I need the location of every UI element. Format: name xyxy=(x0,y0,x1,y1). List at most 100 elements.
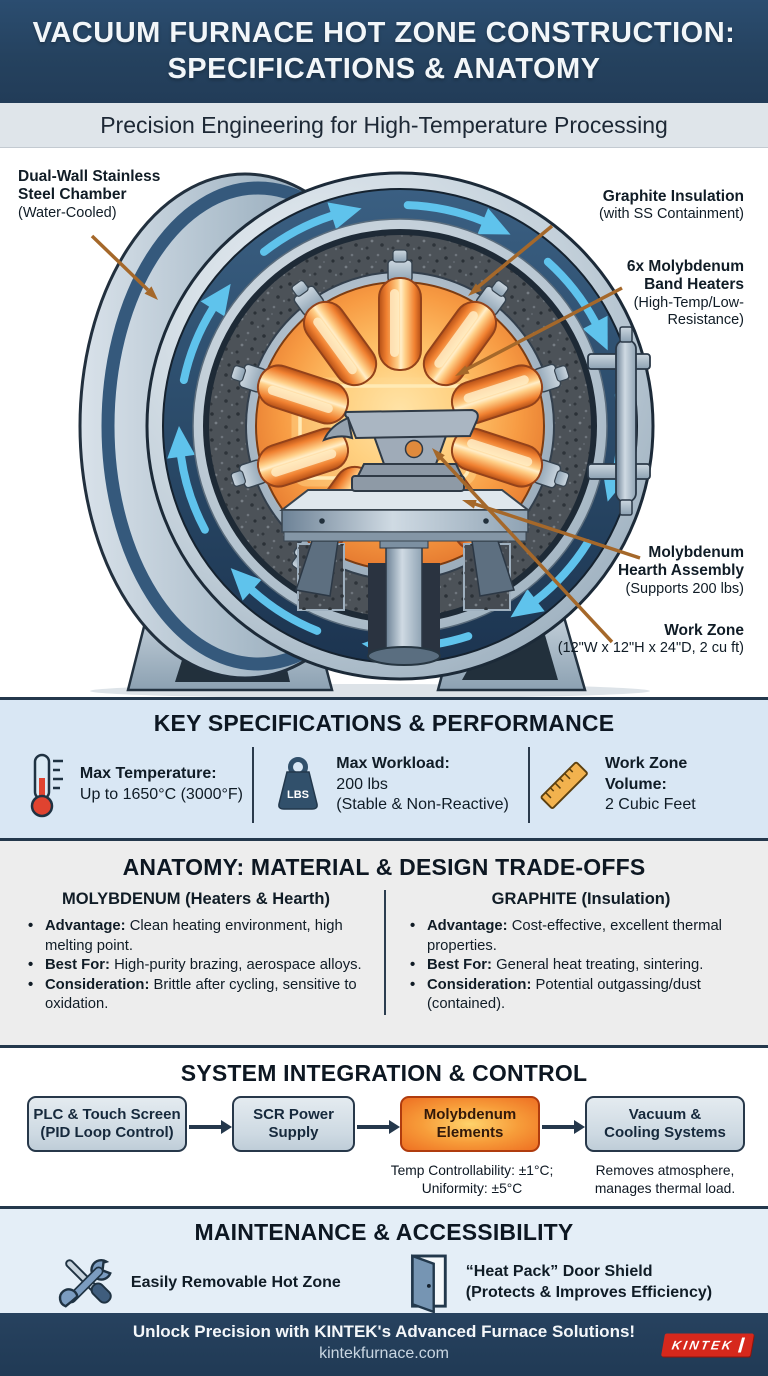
weight-icon: LBS xyxy=(278,757,319,810)
maintenance-section: MAINTENANCE & ACCESSIBILITY Easily Remov… xyxy=(0,1206,768,1314)
anatomy-bullet-list: • Advantage: Clean heating environment, h… xyxy=(28,917,364,1015)
title-line-1: VACUUM FURNACE HOT ZONE CONSTRUCTION: xyxy=(32,17,736,50)
bullet-lead: Advantage: xyxy=(427,918,508,934)
callout-insulation-sub: (with SS Containment) xyxy=(598,206,744,223)
spec-label: Work Zone Volume: xyxy=(604,754,688,793)
bullet-body: Potential outgassing/dust (contained). xyxy=(427,976,701,1013)
bullet-dot: • xyxy=(28,976,34,993)
bullet-dot: • xyxy=(28,918,34,934)
footer-banner: Unlock Precision with KINTEK's Advanced … xyxy=(0,1313,768,1376)
system-section: SYSTEM INTEGRATION & CONTROL PLC & Touch… xyxy=(0,1048,768,1206)
specs-title: KEY SPECIFICATIONS & PERFORMANCE xyxy=(153,710,615,736)
anatomy-title: ANATOMY: MATERIAL & DESIGN TRADE-OFFS xyxy=(122,854,646,880)
page-title: VACUUM FURNACE HOT ZONE CONSTRUCTION:SPE… xyxy=(33,16,736,87)
maintenance-item-door-shield: “Heat Pack” Door Shield (Protects & Impr… xyxy=(399,1252,712,1314)
bullet-lead: Best For: xyxy=(427,957,492,974)
bullet-item: •Best For: General heat treating, sinter… xyxy=(410,956,752,976)
anatomy-columns: MOLYBDENUM (Heaters & Hearth) • Advantage… xyxy=(0,890,768,1015)
callout-hearth-sub: (Supports 200 lbs) xyxy=(625,580,744,597)
bullet-text: Best For: General heat treating, sinteri… xyxy=(427,956,703,976)
callout-chamber-title: Dual-Wall Stainless Steel Chamber xyxy=(18,168,161,204)
bullet-text: Consideration: Brittle after cycling, se… xyxy=(45,976,364,1015)
flow-arrow-icon xyxy=(189,1120,232,1134)
callout-chamber-sub: (Water-Cooled) xyxy=(18,204,117,221)
subtitle-bar: Precision Engineering for High-Temperatu… xyxy=(0,103,768,148)
spec-work-zone-volume-text: Work Zone Volume: 2 Cubic Feet xyxy=(605,754,748,816)
ruler-icon xyxy=(540,761,589,809)
spec-max-workload-text: Max Workload: 200 lbs (Stable & Non-Reac… xyxy=(336,754,509,816)
hearth-pedestal xyxy=(385,540,423,654)
spec-value: Up to 1650°C (3000°F) xyxy=(79,786,244,803)
bullet-text: Best For: High-purity brazing, aerospace… xyxy=(45,956,362,976)
hearth-assembly xyxy=(279,489,531,666)
bullet-item: • Best For: High-purity brazing, aerospac… xyxy=(28,956,364,976)
bullet-body: Brittle after cycling, sensitive to oxid… xyxy=(45,976,357,1013)
bullet-dot: • xyxy=(410,976,416,993)
anatomy-section: ANATOMY: MATERIAL & DESIGN TRADE-OFFS MO… xyxy=(0,838,768,1048)
bullet-item: • Consideration: Potential outgassing/dus… xyxy=(410,976,752,1015)
spec-max-temperature: Max Temperature: Up to 1650°C (3000°F) xyxy=(14,747,252,823)
flow-arrow-icon xyxy=(357,1120,400,1134)
callout-workzone-title: Work Zone xyxy=(664,622,744,639)
kintek-logo: KINTEK xyxy=(661,1333,755,1356)
maintenance-item-text: Easily Removable Hot Zone xyxy=(130,1273,341,1291)
bullet-body: High-purity brazing, aerospace alloys. xyxy=(114,957,362,974)
callout-heaters: 6x Molybdenum Band Heaters (High-Temp/Lo… xyxy=(574,258,744,329)
weight-lbs-text: LBS xyxy=(287,789,309,801)
thermometer-icon xyxy=(30,753,63,818)
spec-value: 200 lbs xyxy=(336,775,388,793)
bullet-item: • Advantage: Cost-effective, excellent th… xyxy=(410,917,752,956)
bullet-text: Advantage: Cost-effective, excellent the… xyxy=(427,917,752,956)
anatomy-column-graphite: GRAPHITE (Insulation) •Advantage: Cost-e… xyxy=(384,890,768,1015)
spec-note: (Stable & Non-Reactive) xyxy=(336,796,509,814)
maintenance-title: MAINTENANCE & ACCESSIBILITY xyxy=(194,1219,574,1245)
flow-box-vacuum-cooling: Vacuum & Cooling Systems xyxy=(585,1096,745,1152)
spec-label: Max Workload: xyxy=(336,754,450,772)
subtitle-text: Precision Engineering for High-Temperatu… xyxy=(100,111,668,138)
specs-section: KEY SPECIFICATIONS & PERFORMANCE Max Tem… xyxy=(0,697,768,838)
spec-label: Max Temperature: xyxy=(79,765,217,783)
spec-max-workload: LBS Max Workload: 200 lbs (Stable & Non-… xyxy=(251,747,531,823)
spec-max-temperature-text: Max Temperature: Up to 1650°C (3000°F) xyxy=(80,764,243,806)
anatomy-bullet-list: • Advantage: Cost-effective, excellent th… xyxy=(410,917,752,1015)
callout-heaters-sub: (High-Temp/Low- Resistance) xyxy=(633,294,744,328)
callout-insulation-title: Graphite Insulation xyxy=(602,188,744,205)
callout-insulation: Graphite Insulation (with SS Containment… xyxy=(549,188,744,224)
callout-workzone: Work Zone (12"W x 12"H x 24"D, 2 cu ft) xyxy=(499,622,744,658)
door-hinge xyxy=(587,326,651,516)
bullet-lead: Consideration: xyxy=(427,976,532,993)
anatomy-column-molybdenum: MOLYBDENUM (Heaters & Hearth) • Advantage… xyxy=(0,890,384,1015)
callout-hearth-title: Molybdenum Hearth Assembly xyxy=(617,544,744,580)
flow-arrow-icon xyxy=(542,1120,585,1134)
tools-icon xyxy=(58,1258,112,1308)
caption-vacuum-cooling: Removes atmosphere, manages thermal load… xyxy=(594,1163,736,1197)
caption-temp-control: Temp Controllability: ±1°C; Uniformity: … xyxy=(390,1163,554,1197)
flow-box-scr: SCR Power Supply xyxy=(232,1096,355,1152)
header-banner: VACUUM FURNACE HOT ZONE CONSTRUCTION:SPE… xyxy=(0,0,768,103)
hearth-table-top xyxy=(279,489,531,511)
flow-box-molybdenum-elements: Molybdenum Elements xyxy=(400,1096,540,1152)
maintenance-items: Easily Removable Hot Zone “Heat Pack” Do… xyxy=(0,1252,768,1314)
bullet-dot: • xyxy=(410,918,416,934)
bullet-body: Cost-effective, excellent thermal proper… xyxy=(427,918,722,954)
title-line-2: SPECIFICATIONS & ANATOMY xyxy=(167,52,601,85)
maintenance-item-hot-zone: Easily Removable Hot Zone xyxy=(56,1252,341,1314)
furnace-diagram-svg xyxy=(78,171,655,697)
bullet-dot: • xyxy=(28,957,34,974)
furnace-illustration: Dual-Wall Stainless Steel Chamber (Water… xyxy=(0,148,768,697)
bullet-text: Advantage: Clean heating environment, hi… xyxy=(45,917,364,956)
flow-box-plc: PLC & Touch Screen (PID Loop Control) xyxy=(27,1096,187,1152)
footer-website: kintekfurnace.com xyxy=(319,1345,449,1362)
callout-arrows xyxy=(90,224,641,644)
bullet-item: • Consideration: Brittle after cycling, s… xyxy=(28,976,364,1015)
callout-heaters-title: 6x Molybdenum Band Heaters xyxy=(626,258,744,294)
anatomy-column-header: MOLYBDENUM (Heaters & Hearth) xyxy=(61,890,331,908)
kintek-logo-text: KINTEK xyxy=(671,1337,736,1352)
logo-slash xyxy=(737,1337,746,1352)
bullet-body: Clean heating environment, high melting … xyxy=(45,918,343,954)
specs-row: Max Temperature: Up to 1650°C (3000°F) L… xyxy=(14,747,754,823)
system-title: SYSTEM INTEGRATION & CONTROL xyxy=(180,1060,588,1086)
footer-tagline: Unlock Precision with KINTEK's Advanced … xyxy=(132,1322,636,1341)
bullet-item: • Advantage: Clean heating environment, h… xyxy=(28,917,364,956)
